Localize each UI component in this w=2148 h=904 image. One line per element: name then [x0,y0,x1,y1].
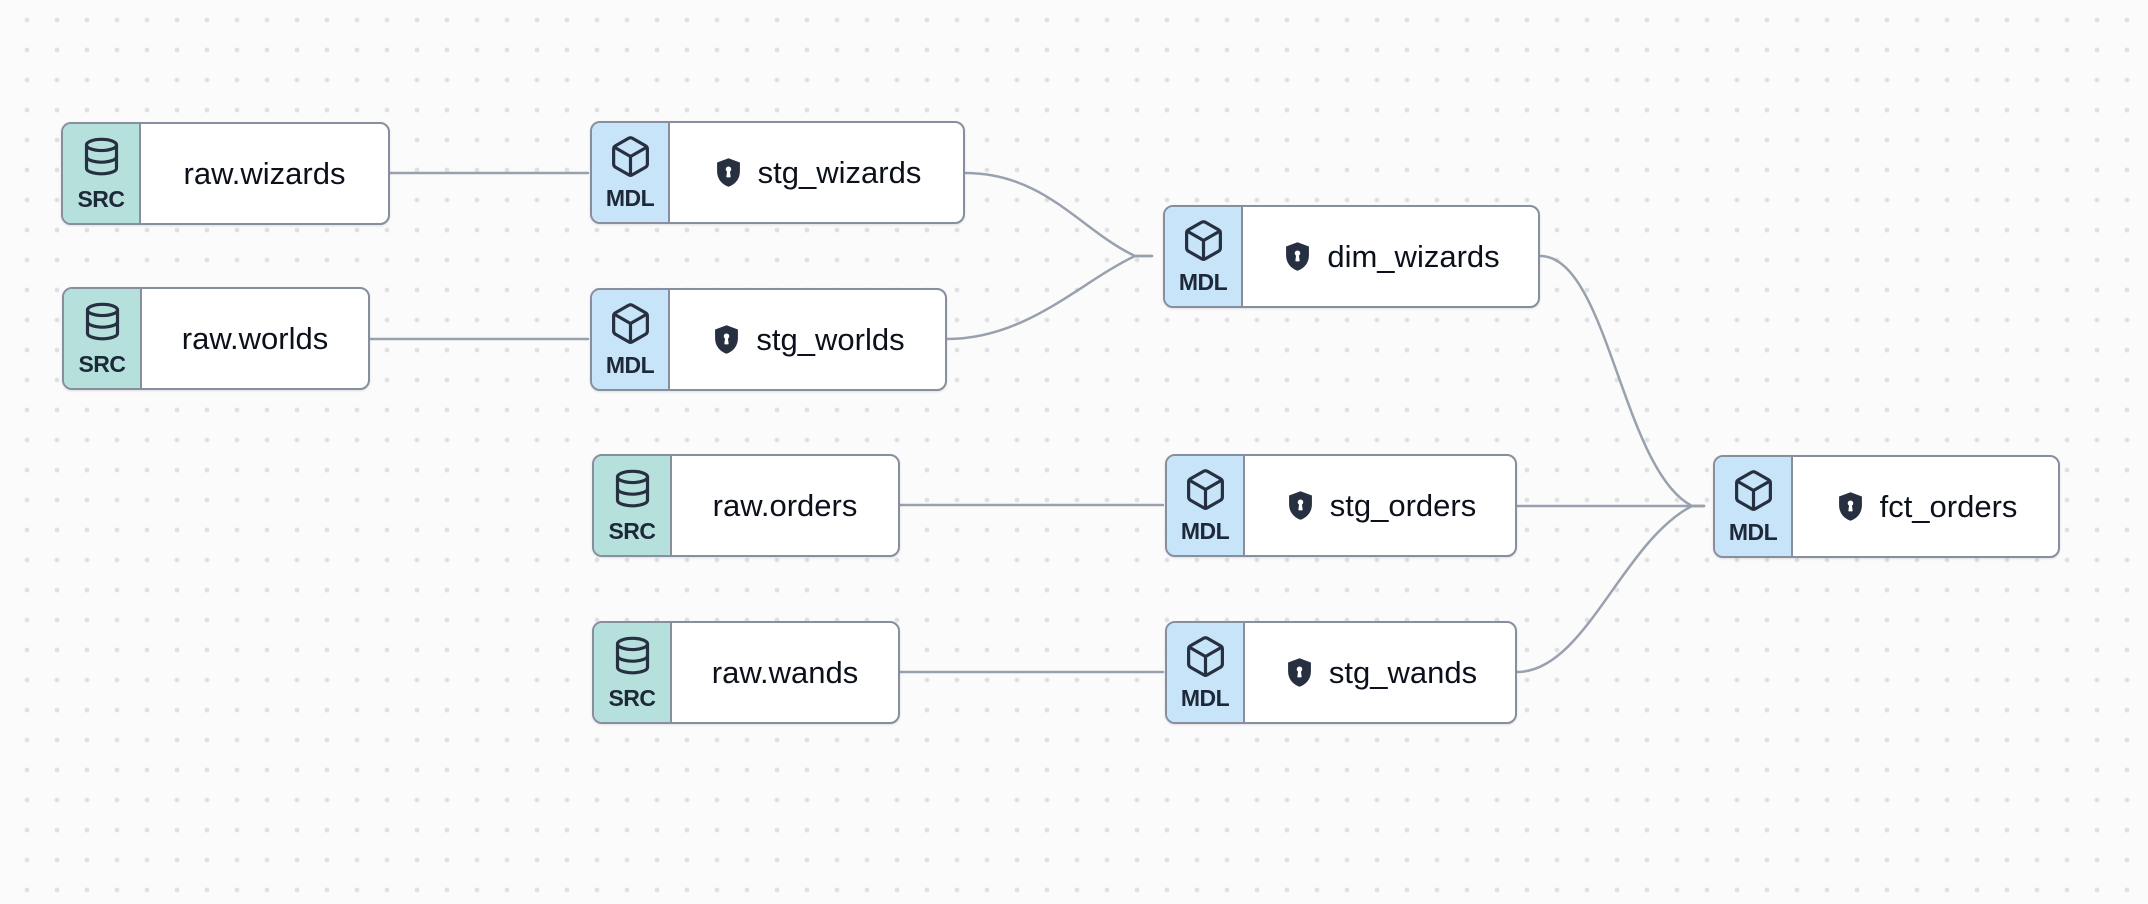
node-label-area: stg_orders [1245,456,1515,555]
node-label: fct_orders [1879,489,2018,524]
model-accent-panel: MDL [1167,456,1245,555]
node-label: raw.worlds [181,321,329,356]
graph-node-raw.wands[interactable]: SRC raw.wands [592,621,900,724]
node-type-tag: MDL [1180,684,1230,711]
shield-lock-icon [712,156,745,189]
node-label-area: dim_wizards [1243,207,1538,306]
model-accent-panel: MDL [592,290,670,389]
graph-node-raw.orders[interactable]: SRC raw.orders [592,454,900,557]
node-label: raw.wands [711,655,859,690]
graph-node-stg_worlds[interactable]: MDL stg_worlds [590,288,947,391]
database-icon [610,467,655,517]
shield-lock-icon [1284,489,1317,522]
graph-node-stg_orders[interactable]: MDL stg_orders [1165,454,1517,557]
graph-node-fct_orders[interactable]: MDL fct_orders [1713,455,2060,558]
source-accent-panel: SRC [64,289,142,388]
node-label: raw.wizards [183,156,346,191]
graph-node-dim_wizards[interactable]: MDL dim_wizards [1163,205,1540,308]
node-type-tag: MDL [605,184,655,211]
cube-icon [608,301,653,351]
node-label: raw.orders [712,488,858,523]
database-icon [79,135,124,185]
node-label: stg_wands [1328,655,1478,690]
edge-dim_wizards-to-fct_orders [1538,254,1706,508]
node-type-tag: MDL [1178,268,1228,295]
node-type-tag: MDL [605,351,655,378]
shield-lock-icon [1283,656,1316,689]
node-label-area: stg_wands [1245,623,1515,722]
node-type-tag: MDL [1180,517,1230,544]
node-type-tag: SRC [608,517,656,544]
model-accent-panel: MDL [592,123,670,222]
cube-icon [1181,218,1226,268]
cube-icon [608,134,653,184]
node-label: stg_orders [1329,488,1477,523]
node-type-tag: SRC [608,684,656,711]
node-type-tag: SRC [77,185,125,212]
node-type-tag: SRC [78,350,126,377]
node-label-area: raw.wizards [141,124,388,223]
node-label: stg_worlds [756,322,905,357]
graph-node-stg_wands[interactable]: MDL stg_wands [1165,621,1517,724]
shield-lock-icon [1281,240,1314,273]
graph-node-raw.worlds[interactable]: SRC raw.worlds [62,287,370,390]
shield-lock-icon [710,323,743,356]
model-accent-panel: MDL [1167,623,1245,722]
node-label-area: stg_worlds [670,290,945,389]
node-label: stg_wizards [757,155,922,190]
node-type-tag: MDL [1728,518,1778,545]
source-accent-panel: SRC [63,124,141,223]
model-accent-panel: MDL [1165,207,1243,306]
node-label-area: raw.wands [672,623,898,722]
database-icon [80,300,125,350]
node-label-area: stg_wizards [670,123,963,222]
node-label-area: raw.orders [672,456,898,555]
edge-stg_wands-to-fct_orders [1515,504,1706,674]
source-accent-panel: SRC [594,623,672,722]
graph-node-stg_wizards[interactable]: MDL stg_wizards [590,121,965,224]
database-icon [610,634,655,684]
edge-stg_wizards-to-dim_wizards [963,171,1154,258]
edge-stg_worlds-to-dim_wizards [945,254,1154,341]
node-label-area: fct_orders [1793,457,2058,556]
node-label-area: raw.worlds [142,289,368,388]
model-accent-panel: MDL [1715,457,1793,556]
cube-icon [1731,468,1776,518]
graph-node-raw.wizards[interactable]: SRC raw.wizards [61,122,390,225]
cube-icon [1183,634,1228,684]
node-label: dim_wizards [1327,239,1500,274]
cube-icon [1183,467,1228,517]
shield-lock-icon [1834,490,1867,523]
source-accent-panel: SRC [594,456,672,555]
